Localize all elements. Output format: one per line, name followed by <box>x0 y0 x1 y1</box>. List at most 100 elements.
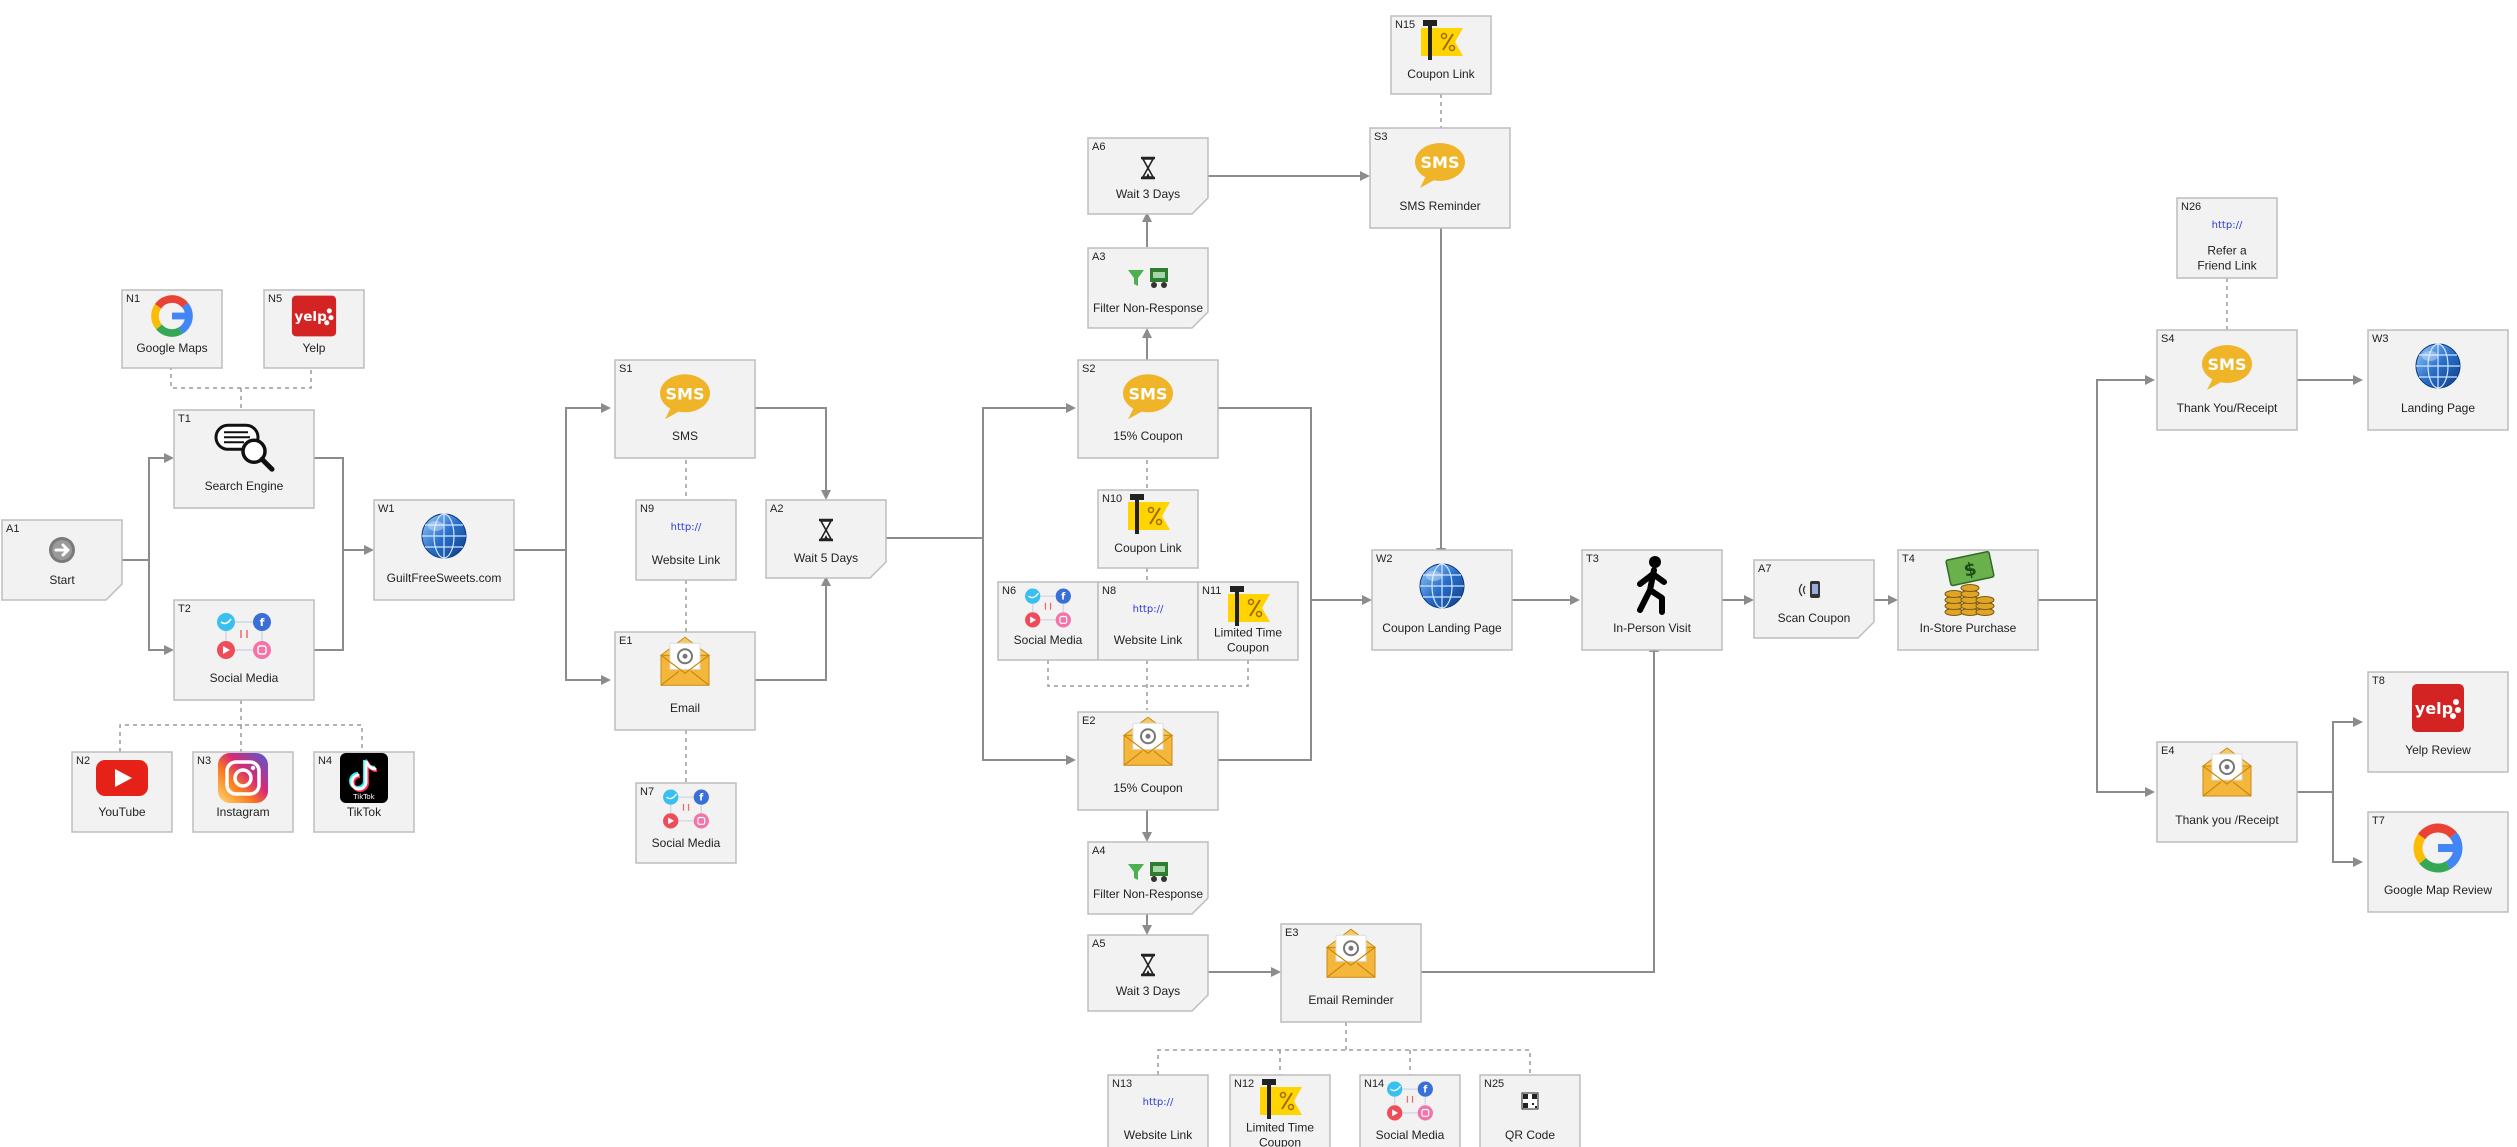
node-box <box>2176 197 2278 279</box>
globe-icon <box>421 513 467 559</box>
node-id: E4 <box>2161 745 2174 757</box>
instagram-icon <box>218 753 268 803</box>
node-id: A3 <box>1092 251 1105 263</box>
node-label: 15% Coupon <box>1113 781 1182 795</box>
node-id: N11 <box>1202 585 1221 597</box>
node-id: S3 <box>1374 131 1387 143</box>
coupon-icon <box>1421 20 1463 60</box>
svg-text:f: f <box>1061 592 1066 603</box>
node-label: Thank You/Receipt <box>2177 401 2278 415</box>
arrowheads <box>164 171 2363 977</box>
node-id: N4 <box>318 755 332 767</box>
node-id: S2 <box>1082 363 1095 375</box>
node-label: GuiltFreeSweets.com <box>387 571 502 585</box>
node-label: Filter Non-Response <box>1093 887 1203 901</box>
svg-text:SMS: SMS <box>2208 355 2247 374</box>
walking-person-icon <box>1637 556 1667 615</box>
node-label: 15% Coupon <box>1113 429 1182 443</box>
node-id: N1 <box>126 293 140 305</box>
svg-text:f: f <box>260 616 265 629</box>
node-id: T8 <box>2372 675 2385 687</box>
node-id: N2 <box>76 755 90 767</box>
search-engine-icon <box>214 423 275 472</box>
coupon-icon <box>1128 494 1170 534</box>
node-label: Social Media <box>652 836 721 850</box>
node-label: TikTok <box>347 805 382 819</box>
svg-text:SMS: SMS <box>1129 384 1168 403</box>
node-id: S1 <box>619 363 632 375</box>
money-icon: $ <box>1944 550 1995 616</box>
phone-scan-icon <box>1798 581 1820 598</box>
filter-icon <box>1128 268 1168 288</box>
node-box <box>1087 247 1209 329</box>
node-id: A7 <box>1758 563 1771 575</box>
email-icon <box>1325 928 1377 978</box>
node-label: SMS Reminder <box>1399 199 1480 213</box>
node-id: W3 <box>2372 333 2389 345</box>
node-label: Scan Coupon <box>1778 611 1851 625</box>
node-label: Social Media <box>1014 633 1083 647</box>
node-label: Website Link <box>1124 1128 1193 1142</box>
node-label: Coupon Landing Page <box>1382 621 1502 635</box>
node-label: Website Link <box>652 553 721 567</box>
svg-text:yelp: yelp <box>2415 699 2453 718</box>
google-icon <box>2413 823 2463 873</box>
node-t4[interactable]: T4$In-Store Purchase <box>1897 549 2039 651</box>
google-icon <box>151 295 193 337</box>
hourglass-icon <box>1141 953 1155 977</box>
tiktok-icon: TikTok <box>340 753 388 803</box>
node-id: N6 <box>1002 585 1016 597</box>
svg-text:SMS: SMS <box>666 384 705 403</box>
svg-text:f: f <box>699 793 704 804</box>
node-label: QR Code <box>1505 1128 1555 1142</box>
node-box <box>1107 1074 1209 1147</box>
node-box <box>635 499 737 581</box>
social-media-icon: f <box>1387 1081 1433 1121</box>
node-id: N14 <box>1364 1078 1384 1090</box>
